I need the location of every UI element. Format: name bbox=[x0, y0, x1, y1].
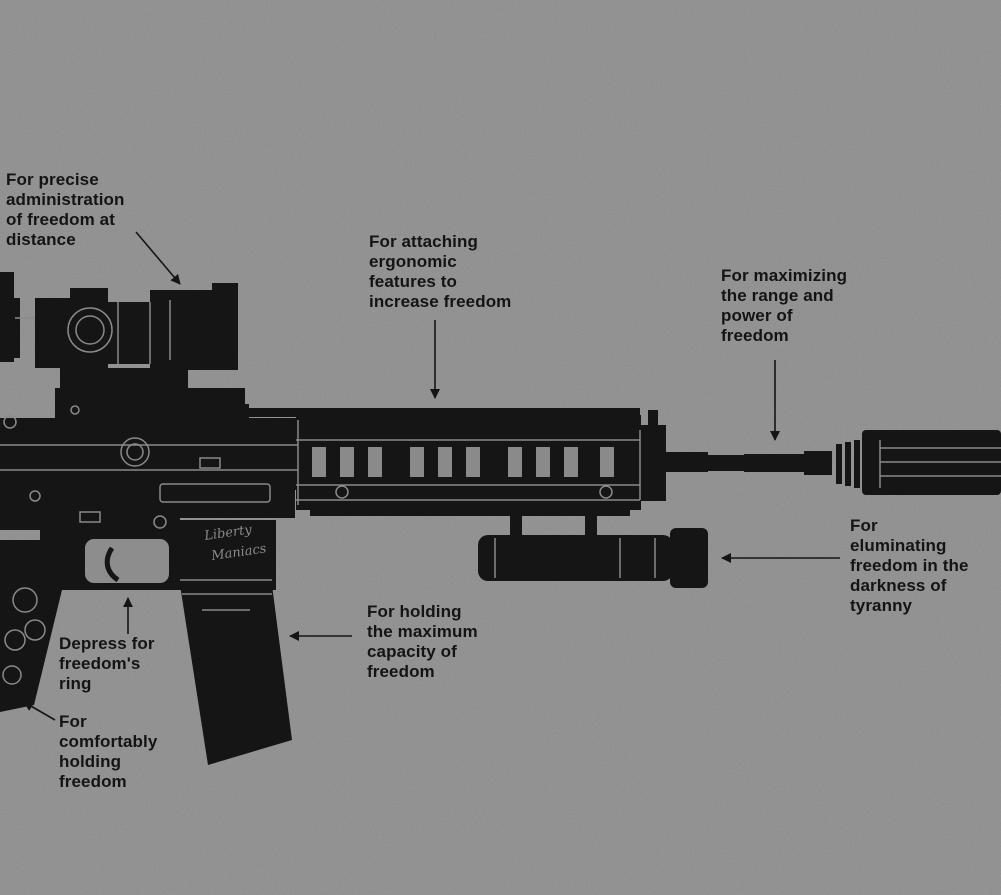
magazine bbox=[180, 585, 292, 765]
top-rail bbox=[245, 408, 640, 417]
annotation-scope: For precise administration of freedom at… bbox=[6, 170, 125, 249]
bottom-rail bbox=[310, 508, 630, 516]
annotation-rail: For attaching ergonomic features to incr… bbox=[369, 232, 512, 311]
trigger-guard bbox=[79, 533, 175, 589]
callout-arrows bbox=[23, 231, 840, 721]
arrow-grip bbox=[23, 701, 56, 721]
handguard-slots bbox=[312, 447, 614, 477]
annotation-grip: For comfortably holding freedom bbox=[59, 712, 158, 791]
receiver bbox=[0, 418, 298, 590]
annotation-flashlight: For eluminating freedom in the darkness … bbox=[850, 516, 969, 615]
logo-line1: Liberty bbox=[202, 522, 253, 544]
scope bbox=[0, 272, 249, 420]
trigger bbox=[104, 546, 120, 583]
annotation-muzzle: For maximizing the range and power of fr… bbox=[721, 266, 848, 345]
barrel bbox=[664, 440, 860, 488]
annotation-trigger: Depress for freedom's ring bbox=[59, 634, 155, 693]
annotation-magazine: For holding the maximum capacity of free… bbox=[367, 602, 478, 681]
flashlight bbox=[478, 512, 708, 588]
arrow-scope bbox=[135, 231, 181, 285]
detail-lines bbox=[0, 300, 1001, 685]
